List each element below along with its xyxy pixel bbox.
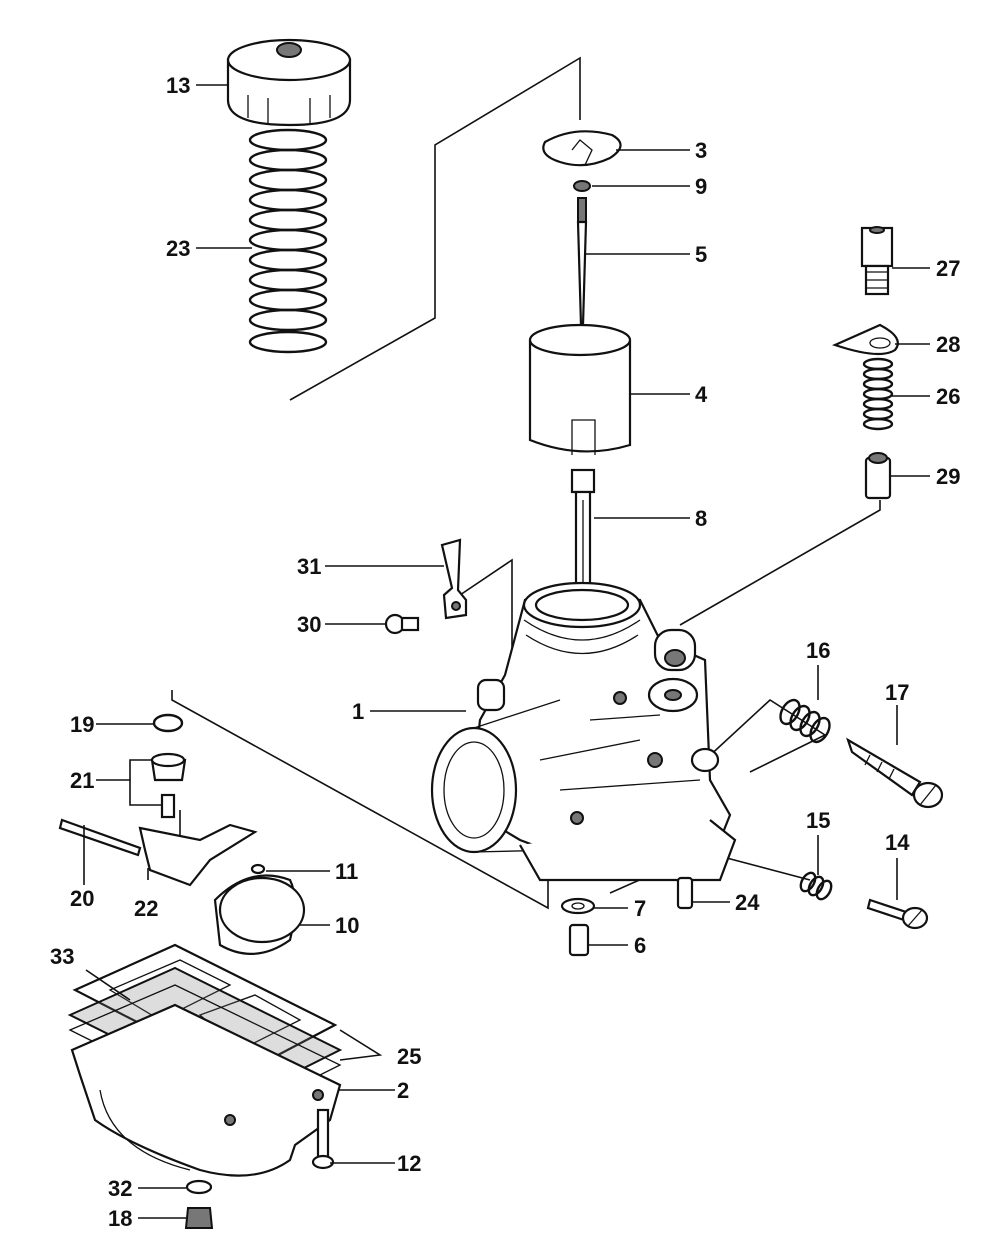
part-31-bracket [440,538,468,620]
callout-11: 11 [335,859,358,884]
callout-16: 16 [806,638,830,663]
part-24-pilot-jet-small [676,876,694,910]
callouts: 13 23 3 9 5 4 8 27 28 26 29 31 30 1 19 2… [50,73,960,1231]
callout-5: 5 [695,242,707,267]
part-27-pilot-jet [860,226,894,296]
callout-7: 7 [634,896,646,921]
callout-12: 12 [397,1151,421,1176]
callout-17: 17 [885,680,909,705]
part-26-spring [862,357,894,431]
part-16-spring [779,698,831,744]
callout-26: 26 [936,384,960,409]
callout-18: 18 [108,1206,132,1231]
part-17-air-screw [846,737,944,809]
part-20-pin [58,818,142,857]
callout-22: 22 [134,896,158,921]
part-32-washer [185,1179,213,1195]
part-10-float [213,874,306,955]
part-22-float-arm [138,823,258,887]
part-28-gasket [831,323,899,356]
callout-25: 25 [397,1044,421,1069]
callout-30: 30 [297,612,321,637]
callout-14: 14 [885,830,910,855]
part-7-washer [560,897,596,915]
callout-27: 27 [936,256,960,281]
part-21-float-valve [150,752,187,819]
part-29-plunger [864,452,892,500]
part-2-float-bowl [70,1003,342,1177]
leader-lines [83,84,930,1219]
callout-4: 4 [695,382,708,407]
callout-31: 31 [297,554,321,579]
part-4-throttle-valve [528,323,632,455]
callout-13: 13 [166,73,190,98]
callout-33: 33 [50,944,74,969]
part-5-jet-needle [576,197,588,327]
part-18-drain-plug [184,1207,214,1229]
part-11-pin [250,863,266,875]
callout-32: 32 [108,1176,132,1201]
callout-28: 28 [936,332,960,357]
callout-15: 15 [806,808,830,833]
part-1-carburetor-body [430,581,737,882]
callout-2: 2 [397,1078,409,1103]
callout-20: 20 [70,886,94,911]
part-15-spring [799,871,833,901]
callout-19: 19 [70,712,94,737]
part-8-needle-jet [570,468,596,594]
callout-23: 23 [166,236,190,261]
callout-1: 1 [352,699,364,724]
callout-29: 29 [936,464,960,489]
callout-21: 21 [70,768,94,793]
part-12-screw [311,1108,335,1170]
part-30-screw [384,613,420,635]
callout-9: 9 [695,174,707,199]
part-23-spring [248,128,328,354]
callout-10: 10 [335,913,359,938]
callout-8: 8 [695,506,707,531]
part-3-clip-plate [542,130,622,167]
part-9-ring [573,180,591,192]
callout-6: 6 [634,933,646,958]
part-19-o-ring [152,713,184,733]
part-13-cap [226,38,352,127]
part-14-idle-screw [866,898,929,930]
part-6-main-jet [568,923,590,957]
callout-3: 3 [695,138,707,163]
callout-24: 24 [735,890,760,915]
